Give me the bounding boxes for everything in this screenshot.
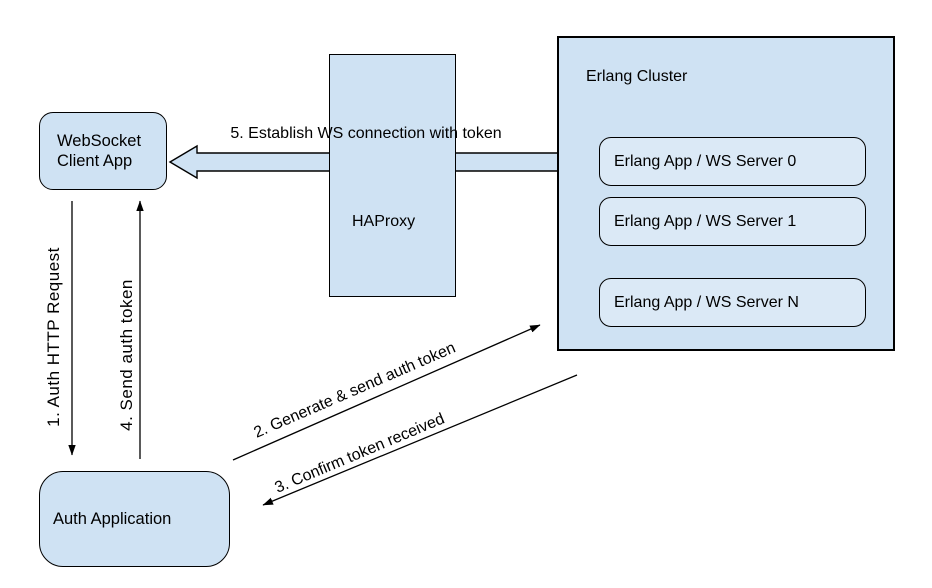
establish-ws-connection-label: 5. Establish WS connection with token [230, 125, 502, 142]
erlang-ws-server-0-label: Erlang App / WS Server 0 [614, 152, 797, 170]
erlang-ws-server-0-node: Erlang App / WS Server 0 [599, 137, 866, 186]
erlang-cluster-node: Erlang Cluster Erlang App / WS Server 0 … [557, 36, 895, 351]
erlang-ws-server-1-node: Erlang App / WS Server 1 [599, 197, 866, 246]
send-auth-token-label: 4. Send auth token [117, 279, 136, 431]
haproxy-label: HAProxy [352, 213, 416, 230]
erlang-ws-server-n-node: Erlang App / WS Server N [599, 278, 866, 327]
erlang-ws-server-n-label: Erlang App / WS Server N [614, 293, 799, 311]
websocket-client-app-label: WebSocket Client App [57, 132, 142, 170]
erlang-cluster-label: Erlang Cluster [586, 68, 688, 85]
auth-application-node: Auth Application [39, 471, 230, 567]
generate-send-auth-token-arrow [232, 324, 541, 461]
websocket-client-app-node: WebSocket Client App [39, 112, 167, 190]
auth-application-label: Auth Application [53, 509, 172, 528]
erlang-ws-server-1-label: Erlang App / WS Server 1 [614, 212, 797, 230]
haproxy-node: HAProxy [329, 54, 456, 297]
confirm-token-received-arrow [262, 374, 578, 506]
auth-http-request-label: 1. Auth HTTP Request [44, 247, 63, 427]
